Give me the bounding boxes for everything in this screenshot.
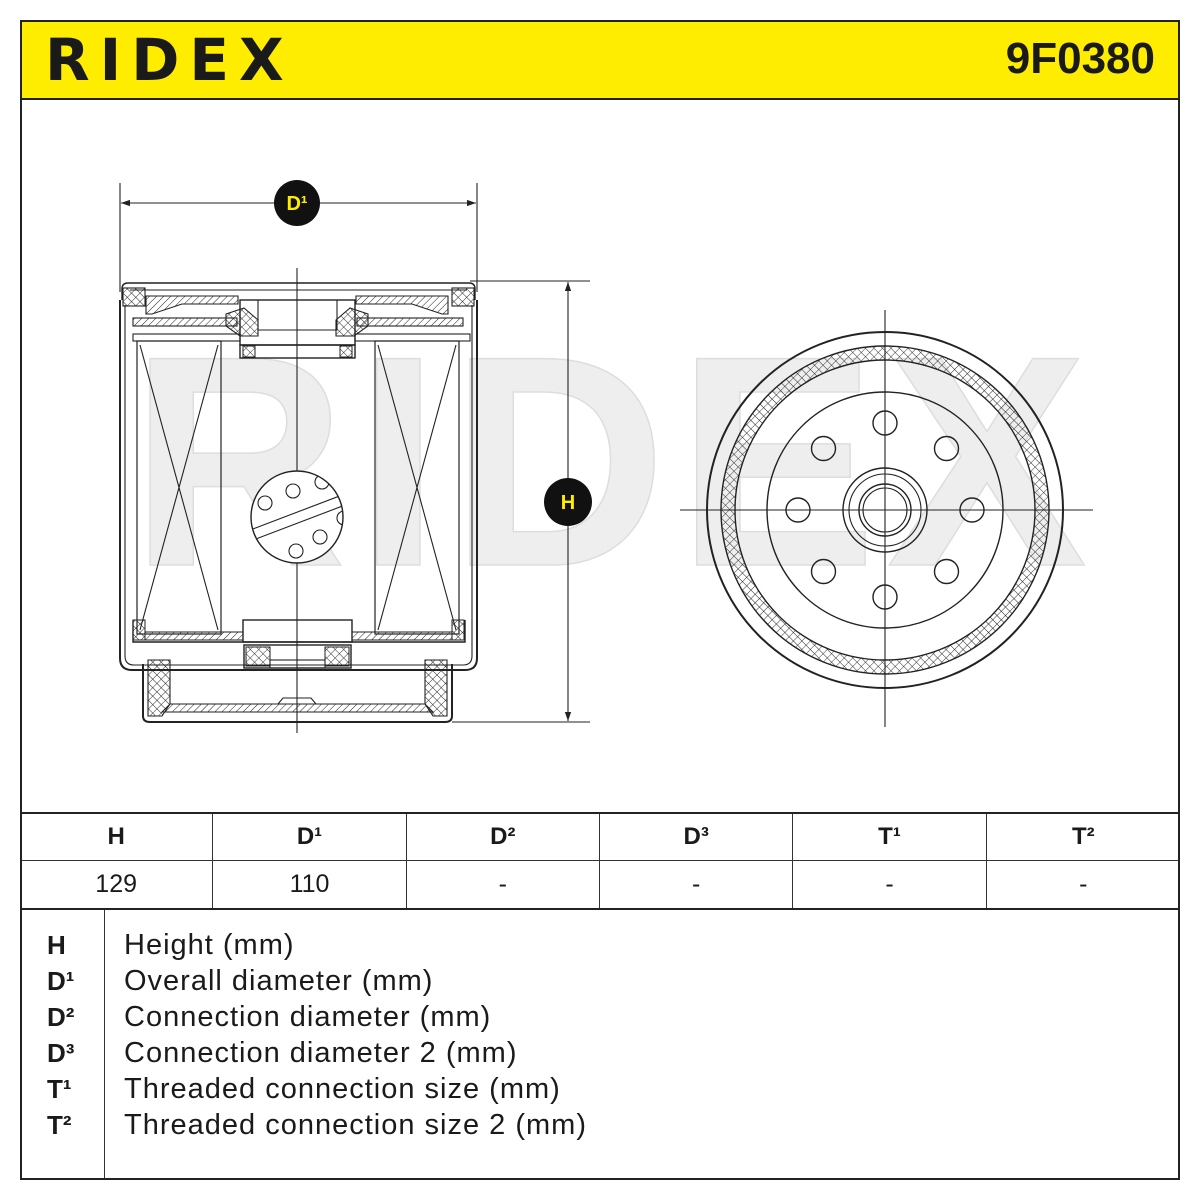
bottom-seal-left	[132, 619, 146, 641]
spring-plate-right	[356, 317, 464, 327]
filter-side-section-view: D¹ H	[119, 180, 592, 733]
perforation-hole	[257, 495, 273, 511]
legend-symbol: H	[47, 930, 66, 960]
legend-symbol: D¹	[47, 966, 75, 996]
threaded-boss-bore	[257, 300, 338, 331]
header-bar: RIDEX 9F0380	[20, 20, 1180, 100]
table-header-cell: T²	[986, 814, 1180, 861]
legend-item: T² Threaded connection size 2 (mm)	[20, 1107, 1120, 1143]
center-tube-cutaway	[250, 470, 344, 564]
legend-item: D¹ Overall diameter (mm)	[20, 963, 1120, 999]
filter-top-view	[680, 310, 1093, 727]
table-value-cell: 110	[213, 861, 407, 908]
legend-description: Threaded connection size 2 (mm)	[124, 1109, 587, 1141]
technical-drawing: RIDEX D¹ H	[119, 180, 1097, 733]
base-plate-section	[160, 703, 435, 713]
crimp-seam-right	[451, 287, 475, 307]
pleat-diagonal	[139, 344, 219, 631]
tube-seam-line	[251, 491, 343, 533]
spring-plate-left	[132, 317, 238, 327]
bypass-valve-seal-left	[245, 646, 271, 667]
legend-item: H Height (mm)	[20, 927, 1120, 963]
perforation-hole	[336, 510, 343, 526]
housing-inner-wall	[124, 305, 473, 666]
perforation-hole	[312, 529, 328, 545]
cover-plate-right	[355, 295, 449, 315]
legend-symbol: D³	[47, 1038, 75, 1068]
inlet-hole	[810, 435, 837, 462]
legend-description: Connection diameter 2 (mm)	[124, 1037, 518, 1069]
legend-divider	[104, 910, 105, 1180]
bypass-valve-housing	[242, 619, 353, 643]
outer-housing	[119, 300, 478, 671]
bottom-seal-right	[451, 619, 465, 641]
base-plate	[142, 664, 453, 723]
legend-item: D² Connection diameter (mm)	[20, 999, 1120, 1035]
table-header-cell: T¹	[793, 814, 987, 861]
perforation-hole	[285, 483, 301, 499]
table-header-cell: D²	[406, 814, 600, 861]
bottom-plate-right	[351, 631, 453, 641]
tube-seam-line	[251, 501, 343, 543]
legend-description: Threaded connection size (mm)	[124, 1073, 561, 1105]
legend-symbol: T²	[47, 1110, 72, 1140]
inlet-hole	[933, 435, 960, 462]
bypass-valve-seal-right	[324, 646, 350, 667]
inlet-hole	[933, 558, 960, 585]
height-dimension: H	[452, 280, 592, 723]
cover-plate-left	[145, 295, 239, 315]
legend-description: Connection diameter (mm)	[124, 1001, 492, 1033]
table-value-cell: -	[793, 861, 987, 908]
part-number: 9F0380	[1005, 34, 1155, 83]
top-rim	[121, 282, 476, 300]
table-header-cell: D¹	[213, 814, 407, 861]
bottom-plate-left	[144, 631, 244, 641]
inlet-hole	[810, 558, 837, 585]
anti-drain-valve-right	[335, 307, 369, 337]
dimension-table: H D¹ D² D³ T¹ T² 129 110 - - - -	[20, 812, 1180, 910]
table-header-cell: D³	[599, 814, 794, 861]
table-value-cell: -	[600, 861, 794, 908]
boss-seal-left	[242, 345, 256, 358]
table-header-cell: H	[20, 814, 214, 861]
boss-collar	[239, 344, 356, 359]
perforation-hole	[288, 543, 304, 559]
h-label-badge	[544, 478, 592, 526]
crimp-seam-left	[122, 287, 146, 307]
table-value-cell: -	[407, 861, 600, 908]
overall-diameter-dimension: D¹	[119, 180, 478, 292]
cutaway-circle	[250, 470, 344, 564]
d1-label-badge	[274, 180, 320, 226]
boss-seal-right	[339, 345, 353, 358]
h-label: H	[561, 492, 575, 514]
table-value-cell: -	[1079, 870, 1088, 898]
ridex-logo: RIDEX	[45, 26, 294, 94]
base-plate-center-boss	[277, 697, 317, 705]
legend-item: T¹ Threaded connection size (mm)	[20, 1071, 1120, 1107]
anti-drain-valve-left	[225, 307, 259, 337]
table-value-cell: 129	[20, 861, 214, 908]
legend-item: D³ Connection diameter 2 (mm)	[20, 1035, 1120, 1071]
legend-description: Height (mm)	[124, 929, 295, 961]
dimension-legend: H Height (mm) D¹ Overall diameter (mm) D…	[20, 910, 1180, 1180]
pleat-diagonal	[377, 344, 457, 631]
d1-label: D¹	[286, 193, 307, 215]
ridex-watermark: RIDEX	[130, 293, 1097, 629]
bypass-valve-spring	[269, 659, 326, 669]
legend-symbol: T¹	[47, 1074, 72, 1104]
legend-symbol: D²	[47, 1002, 75, 1032]
legend-description: Overall diameter (mm)	[124, 965, 434, 997]
